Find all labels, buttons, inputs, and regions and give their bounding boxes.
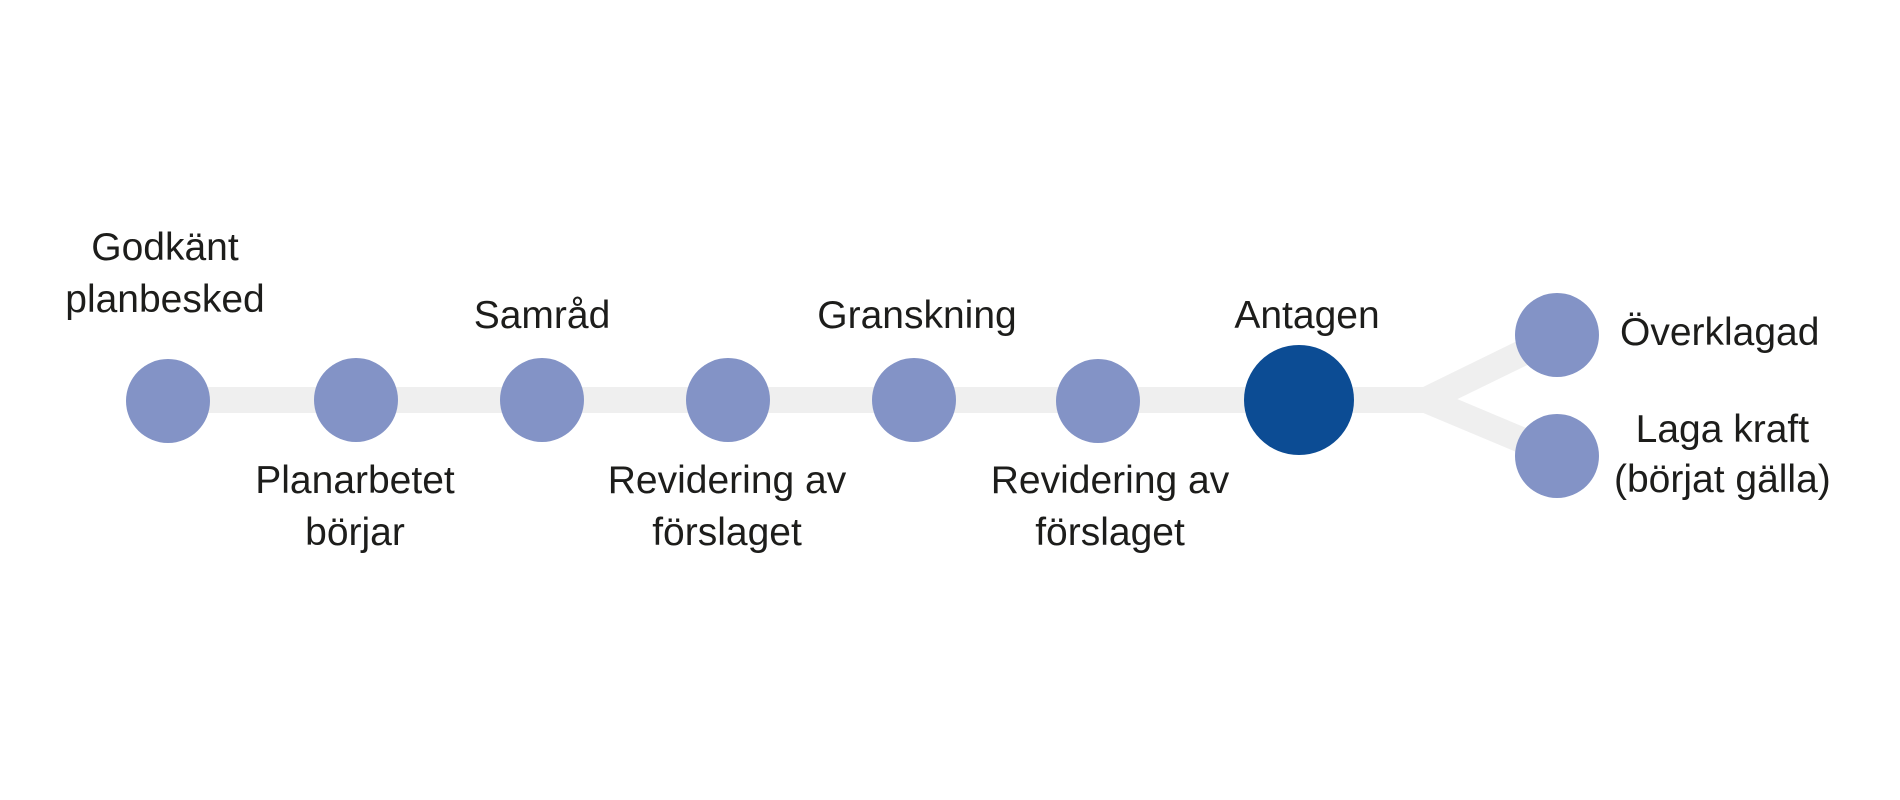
node-overklagad bbox=[1515, 293, 1599, 377]
node-samrad bbox=[500, 358, 584, 442]
node-granskning bbox=[872, 358, 956, 442]
node-antagen bbox=[1244, 345, 1354, 455]
node-laga-kraft bbox=[1515, 414, 1599, 498]
node-revidering-1 bbox=[686, 358, 770, 442]
label-revidering-1: Revidering av förslaget bbox=[607, 459, 847, 554]
node-godkant-planbesked bbox=[126, 359, 210, 443]
label-revidering-2: Revidering av förslaget bbox=[990, 459, 1230, 554]
label-antagen: Antagen bbox=[1234, 294, 1380, 337]
label-godkant-planbesked: Godkänt planbesked bbox=[65, 226, 265, 321]
label-planarbetet-borjar: Planarbetet börjar bbox=[255, 459, 455, 554]
label-samrad: Samråd bbox=[473, 294, 611, 337]
label-laga-kraft: Laga kraft (börjat gälla) bbox=[1614, 408, 1831, 501]
label-overklagad: Överklagad bbox=[1620, 311, 1820, 354]
node-planarbetet-borjar bbox=[314, 358, 398, 442]
label-granskning: Granskning bbox=[817, 294, 1017, 337]
node-revidering-2 bbox=[1056, 359, 1140, 443]
